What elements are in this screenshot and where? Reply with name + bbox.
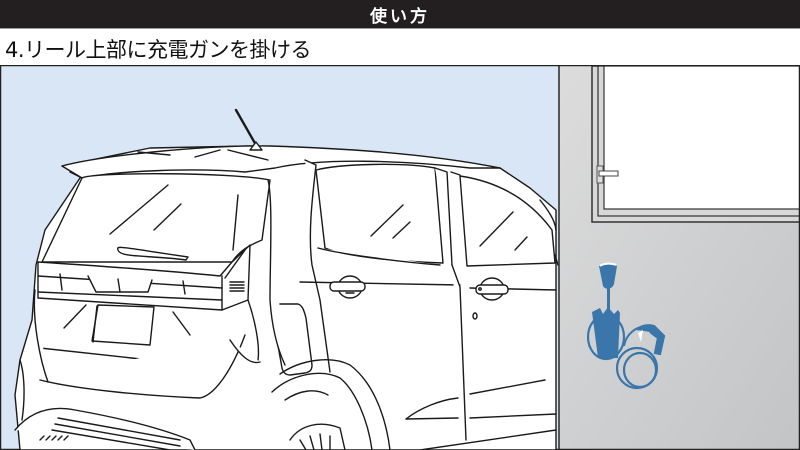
charging-gun-icon <box>592 262 620 358</box>
instruction-illustration <box>0 65 800 450</box>
rear-door-handle <box>329 275 366 299</box>
section-title: 使い方 <box>370 6 430 27</box>
step-instruction-title: 4.リール上部に充電ガンを掛ける <box>5 38 312 62</box>
section-header: 使い方 <box>0 0 800 29</box>
front-door-handle <box>475 277 509 301</box>
car-illustration <box>14 108 559 450</box>
garage-window-icon <box>591 65 800 223</box>
cable-reel-icon <box>586 313 666 390</box>
